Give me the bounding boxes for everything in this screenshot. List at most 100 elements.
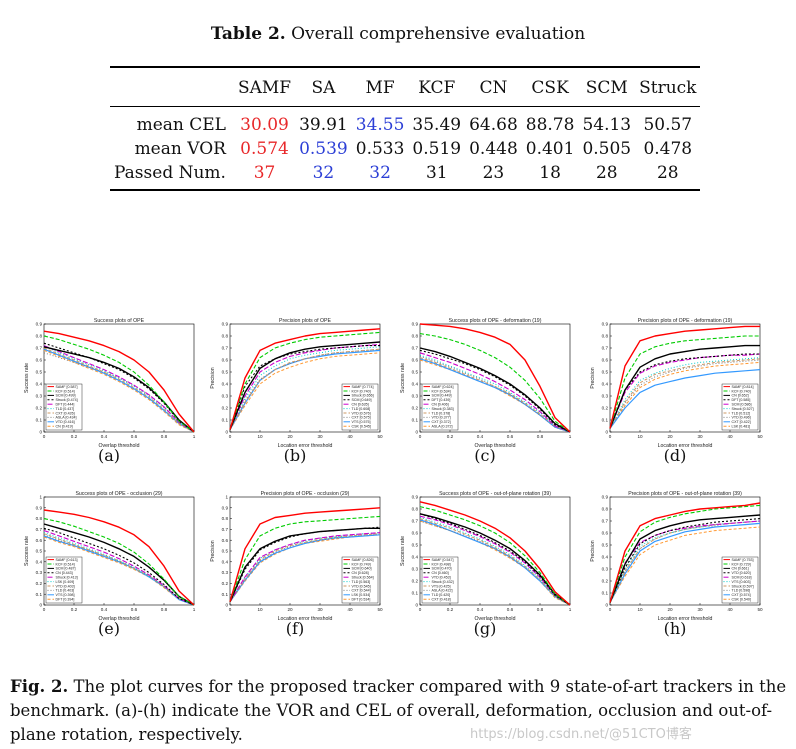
x-tick-label: 20 <box>287 434 293 439</box>
x-axis-label: Overlap threshold <box>475 616 516 622</box>
table-cell: 18 <box>521 161 579 191</box>
y-tick-label: 0.8 <box>36 334 43 339</box>
y-tick-label: 0.4 <box>602 382 609 387</box>
x-tick-label: 10 <box>257 607 263 612</box>
series-line-kcf <box>609 504 761 603</box>
y-tick-label: 1 <box>225 495 228 500</box>
series-line-dft <box>419 349 571 433</box>
y-tick-label: 0.5 <box>36 370 43 375</box>
series-line-cn <box>43 527 195 606</box>
legend-entry: CN [0.460] <box>432 571 449 575</box>
table-cell: 39.91 <box>299 115 348 135</box>
table-cell: 31 <box>408 161 466 191</box>
table-cell: 0.533 <box>355 139 405 159</box>
x-tick-label: 0.4 <box>101 434 108 439</box>
legend-entry: CSK [0.545] <box>352 425 371 429</box>
series-line-tld <box>419 357 571 433</box>
table-cell: 0.539 <box>299 139 348 159</box>
legend-entry: Struck [0.656] <box>352 394 374 398</box>
series-line-cxt <box>229 348 381 430</box>
legend-entry: SCM [0.449] <box>432 394 452 398</box>
y-axis-label: Success rate <box>400 536 406 566</box>
x-tick-label: 0.2 <box>71 434 78 439</box>
subfigure-label: (d) <box>663 446 687 465</box>
x-tick-label: 0.6 <box>131 434 138 439</box>
series-line-samf <box>43 330 195 433</box>
x-tick-label: 50 <box>377 607 383 612</box>
y-tick-label: 0.6 <box>412 358 419 363</box>
column-header: SAMF <box>233 66 296 107</box>
x-tick-label: 40 <box>727 607 733 612</box>
y-tick-label: 0.1 <box>36 418 43 423</box>
series-line-samf <box>609 502 761 603</box>
legend-entry: CN [0.419] <box>56 425 73 429</box>
y-tick-label: 0.9 <box>222 505 229 510</box>
legend-entry: SCM [0.618] <box>732 576 752 580</box>
table-caption-text: Overall comprehensive evaluation <box>291 24 586 44</box>
column-header: CN <box>465 66 522 107</box>
table-cell: 28 <box>578 161 636 191</box>
y-tick-label: 0.6 <box>602 358 609 363</box>
legend-entry: SCM [0.649] <box>352 398 372 402</box>
y-axis-label: Precision <box>590 367 596 388</box>
y-tick-label: 0.4 <box>602 555 609 560</box>
legend-entry: KCF [0.514] <box>56 562 75 566</box>
x-tick-label: 20 <box>667 607 673 612</box>
table-row-passed-num: Passed Num. 37 32 32 31 23 18 28 28 <box>110 161 701 191</box>
table-cell: 0.505 <box>582 139 632 159</box>
series-line-samf <box>229 328 381 430</box>
series-line-tld <box>419 519 571 606</box>
y-tick-label: 0.1 <box>602 418 609 423</box>
y-tick-label: 0.5 <box>602 543 609 548</box>
series-line-vtd <box>43 533 195 606</box>
column-header: SCM <box>578 66 636 107</box>
series-line-kcf <box>43 518 195 606</box>
x-tick-label: 50 <box>757 607 763 612</box>
legend-entry: CXT [0.544] <box>352 589 371 593</box>
table-cell: 32 <box>295 161 352 191</box>
legend-entry: SAMF [0.587] <box>56 385 78 389</box>
legend-entry: SCM [0.487] <box>56 567 76 571</box>
legend-entry: Struck [0.564] <box>352 576 374 580</box>
y-tick-label: 0.7 <box>36 346 43 351</box>
series-line-dft <box>229 534 381 603</box>
legend-entry: SAMF [0.826] <box>352 558 374 562</box>
legend-entry: CXT [0.426] <box>56 411 75 415</box>
subfigure-label: (f) <box>285 619 305 638</box>
chart-svg: Precision plots of OPE - deformation (19… <box>590 318 763 449</box>
y-tick-label: 0.6 <box>222 358 229 363</box>
legend-entry: SAMF [0.624] <box>432 385 454 389</box>
y-tick-label: 0.7 <box>412 346 419 351</box>
x-tick-label: 0 <box>419 434 422 439</box>
subfigure-label: (h) <box>663 619 687 638</box>
y-tick-label: 0.3 <box>412 394 419 399</box>
series-line-cn <box>609 514 761 603</box>
legend-entry: CN [0.635] <box>352 403 369 407</box>
table-corner-cell <box>110 66 234 107</box>
series-line-struck <box>229 341 381 430</box>
series-line-lsk <box>229 534 381 603</box>
plot-success-out-of-plane: Success plots of OPE - out-of-plane rota… <box>396 487 574 623</box>
x-tick-label: 0.8 <box>537 434 544 439</box>
y-tick-label: 0.9 <box>222 322 229 327</box>
watermark: https://blog.csdn.net/@51CTO博客 <box>470 727 692 742</box>
y-tick-label: 0.7 <box>602 346 609 351</box>
y-tick-label: 0.1 <box>412 418 419 423</box>
legend-box <box>421 383 459 431</box>
y-tick-label: 0.9 <box>412 322 419 327</box>
x-axis-label: Location error threshold <box>658 443 713 449</box>
chart-title: Precision plots of OPE <box>279 318 331 324</box>
plot-frame <box>609 496 761 606</box>
y-tick-label: 0.1 <box>222 418 229 423</box>
x-tick-label: 10 <box>637 607 643 612</box>
x-tick-label: 0 <box>229 607 232 612</box>
y-tick-label: 0.6 <box>36 538 43 543</box>
table-cell: 34.55 <box>355 115 405 135</box>
legend-entry: DFT [0.444] <box>56 403 75 407</box>
legend-entry: SCM [0.470] <box>432 567 452 571</box>
table-cell: 88.78 <box>525 115 575 135</box>
legend-entry: DFT [0.394] <box>56 598 75 602</box>
legend-entry: TLD [0.608] <box>352 407 371 411</box>
